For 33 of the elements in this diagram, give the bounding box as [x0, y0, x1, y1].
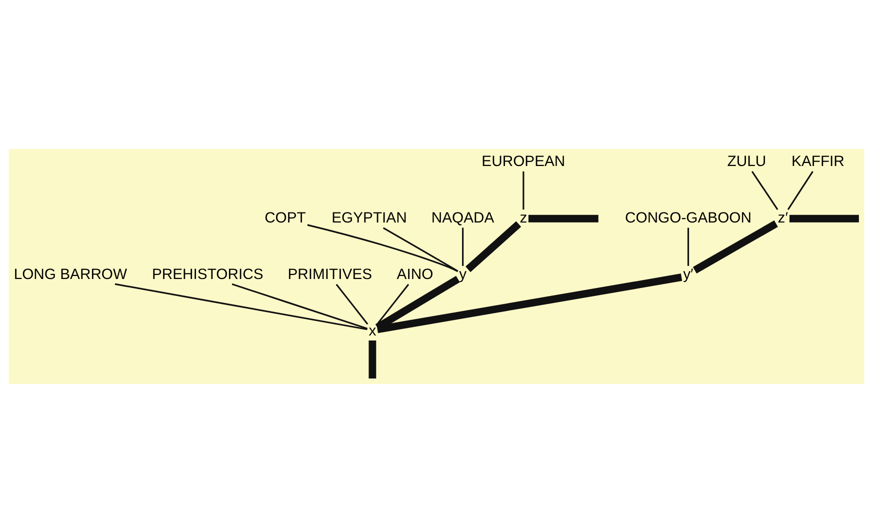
- node-text: y′: [683, 266, 694, 282]
- connector: [522, 170, 524, 210]
- connector: [789, 214, 859, 222]
- node-text: z: [520, 210, 528, 226]
- node-text: LONG BARROW: [14, 266, 128, 282]
- connector: [687, 227, 690, 266]
- connector: [751, 170, 778, 210]
- connector: [307, 224, 458, 272]
- node-text: PRIMITIVES: [288, 266, 372, 282]
- connector: [336, 283, 368, 324]
- connector: [462, 227, 464, 266]
- connector: [528, 214, 598, 222]
- node-text: ZULU: [727, 154, 766, 170]
- node-text: y: [459, 266, 467, 282]
- connector: [787, 170, 814, 210]
- connector: [466, 220, 522, 272]
- connector: [376, 283, 410, 324]
- node-text: NAQADA: [431, 210, 494, 226]
- node-text: KAFFIR: [792, 154, 844, 170]
- node-text: z′: [778, 210, 788, 226]
- node-text: x: [368, 322, 376, 339]
- connector: [692, 220, 778, 273]
- connector: [114, 282, 368, 330]
- connector: [368, 340, 376, 378]
- node-text: PREHISTORICS: [152, 266, 264, 282]
- connector: [232, 282, 368, 329]
- connector: [376, 273, 682, 333]
- node-text: EUROPEAN: [482, 154, 566, 170]
- node-text: CONGO-GABOON: [625, 210, 752, 226]
- node-text: COPT: [264, 210, 306, 226]
- node-text: AINO: [396, 266, 434, 282]
- node-text: EGYPTIAN: [332, 210, 407, 226]
- connector: [382, 226, 458, 272]
